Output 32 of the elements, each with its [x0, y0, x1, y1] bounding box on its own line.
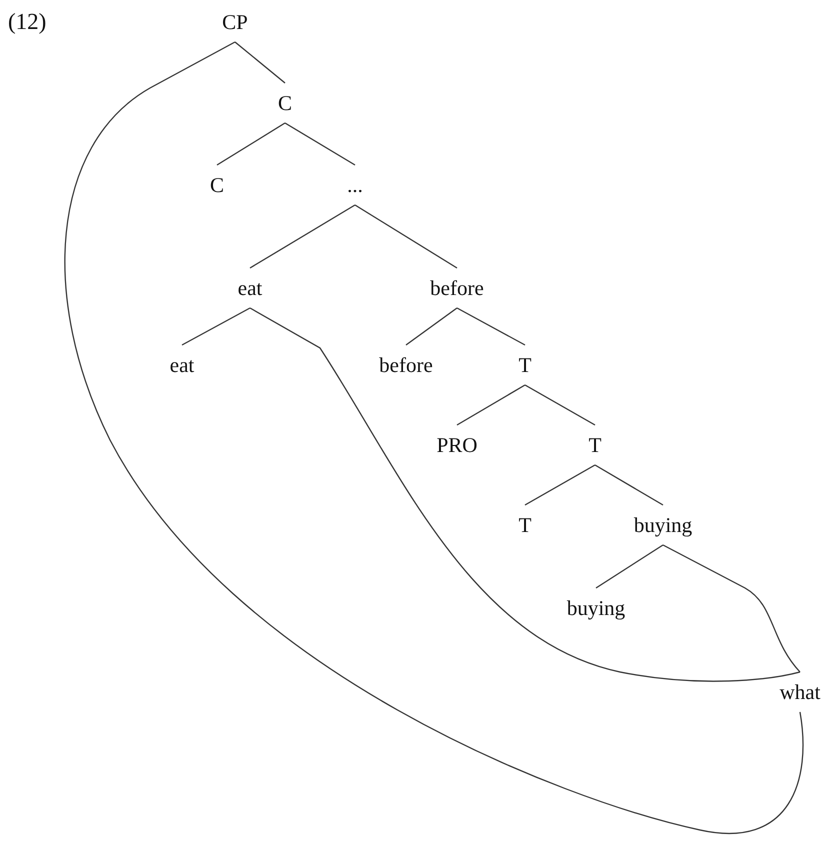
tree-node-label: PRO: [434, 425, 480, 465]
tree-node-label: buying: [564, 588, 628, 628]
tree-node-label: eat: [166, 345, 198, 385]
tree-node-label: CP: [219, 2, 251, 42]
branch-line: [596, 544, 664, 588]
branch-line: [406, 308, 458, 346]
tree-node-label: before: [427, 268, 487, 308]
branch-line: [216, 122, 286, 166]
tree-node-label: before: [376, 345, 436, 385]
branch-line: [456, 307, 526, 346]
tree-node-label: eat: [234, 268, 266, 308]
branch-line: [524, 384, 596, 426]
tree-node-label: C: [275, 83, 295, 123]
tree-node-label: T: [516, 345, 534, 385]
branch-line: [234, 42, 286, 84]
example-number: (12): [8, 8, 46, 36]
tree-node-label: ...: [344, 165, 366, 205]
tree-node-label: T: [586, 425, 604, 465]
branch-line: [250, 204, 356, 269]
tree-node-label: buying: [630, 505, 696, 545]
branch-line: [182, 307, 250, 346]
branch-line: [594, 464, 664, 506]
branch-line: [524, 464, 596, 506]
movement-line: [64, 41, 804, 834]
tree-node-label: C: [207, 165, 227, 205]
branch-line: [284, 122, 356, 166]
movement-line: [250, 307, 800, 682]
branch-line: [354, 204, 458, 269]
branch-line: [456, 384, 526, 426]
tree-node-label: T: [516, 505, 534, 545]
movement-line: [662, 544, 800, 672]
tree-node-label: what: [776, 672, 824, 712]
